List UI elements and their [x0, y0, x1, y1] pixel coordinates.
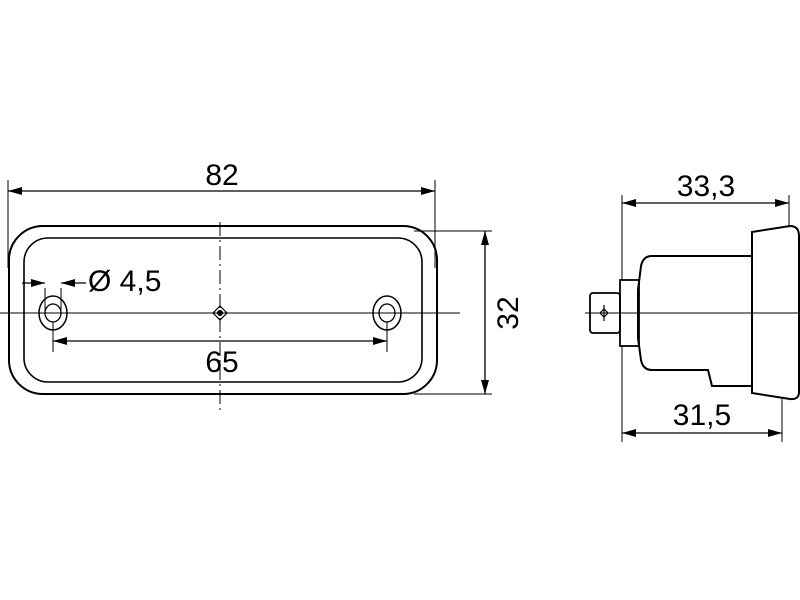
center-marker	[212, 305, 228, 321]
side-view: 33,3 31,5	[585, 170, 800, 442]
dimension-overall-width: 82	[7, 159, 436, 268]
total-depth-label: 33,3	[677, 170, 735, 203]
lens-inner-outline	[23, 237, 423, 383]
dimension-overall-height: 32	[414, 230, 525, 395]
hole-diameter-label: Ø 4,5	[88, 265, 161, 298]
housing-outer-outline	[8, 225, 438, 395]
connector-terminal	[589, 292, 621, 334]
hole-spacing-label: 65	[205, 346, 238, 379]
lens-cap-outline	[751, 224, 800, 401]
overall-height-label: 32	[492, 296, 525, 329]
dimension-total-depth: 33,3	[621, 170, 790, 280]
dimension-body-depth: 31,5	[621, 346, 783, 442]
terminal-marker	[599, 305, 609, 321]
dimension-hole-spacing: 65	[52, 322, 388, 379]
dimension-hole-diameter: Ø 4,5	[22, 265, 161, 313]
front-view: 82 32 65 Ø 4,5	[0, 159, 525, 412]
housing-body-outline	[637, 255, 752, 387]
overall-width-label: 82	[205, 159, 238, 192]
body-depth-label: 31,5	[673, 399, 731, 432]
